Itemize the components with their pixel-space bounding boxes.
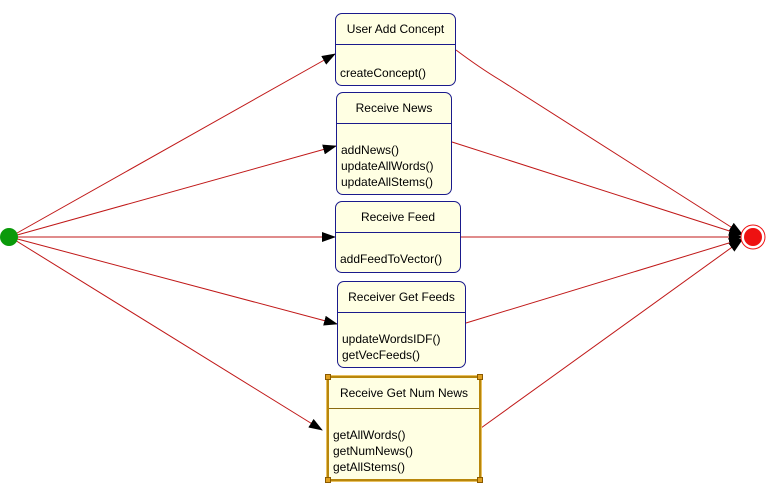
transition-initial-to-receiver-get-feeds[interactable] bbox=[9, 236, 338, 326]
state-name: Receiver Get Feeds bbox=[338, 282, 465, 313]
transition-initial-to-user-add-concept[interactable] bbox=[9, 53, 336, 238]
state-name: Receive Feed bbox=[336, 202, 460, 233]
state-actions: addNews() updateAllWords() updateAllStem… bbox=[337, 124, 451, 190]
initial-state-node[interactable] bbox=[0, 228, 18, 246]
transition-receiver-get-feeds-to-final[interactable] bbox=[465, 238, 743, 324]
state-action: updateWordsIDF() bbox=[342, 332, 441, 346]
state-receiver-get-feeds[interactable]: Receiver Get Feeds updateWordsIDF() getV… bbox=[337, 281, 466, 368]
state-receive-get-num-news[interactable]: Receive Get Num News getAllWords() getNu… bbox=[325, 374, 483, 483]
state-action: addNews() bbox=[341, 143, 400, 157]
resize-handle-top-right[interactable] bbox=[477, 374, 483, 380]
state-action: addFeedToVector() bbox=[340, 252, 443, 266]
state-action: getNumNews() bbox=[333, 444, 414, 458]
state-action: updateAllStems() bbox=[341, 175, 434, 189]
transition-receive-news-to-final[interactable] bbox=[451, 141, 743, 236]
state-action: updateAllWords() bbox=[341, 159, 434, 173]
transitions bbox=[9, 49, 743, 431]
state-name: User Add Concept bbox=[336, 14, 455, 45]
state-action: createConcept() bbox=[340, 66, 427, 80]
transition-user-add-concept-to-final[interactable] bbox=[455, 49, 743, 235]
state-name: Receive News bbox=[337, 93, 451, 124]
state-action: getVecFeeds() bbox=[342, 348, 421, 362]
transition-receive-get-num-news-to-final[interactable] bbox=[480, 239, 743, 429]
state-actions: createConcept() bbox=[336, 45, 455, 81]
state-actions: updateWordsIDF() getVecFeeds() bbox=[338, 313, 465, 363]
state-receive-news[interactable]: Receive News addNews() updateAllWords() … bbox=[336, 92, 452, 195]
transition-initial-to-receive-get-num-news[interactable] bbox=[9, 236, 323, 431]
transition-initial-to-receive-news[interactable] bbox=[9, 144, 337, 238]
state-user-add-concept[interactable]: User Add Concept createConcept() bbox=[335, 13, 456, 86]
state-receive-feed[interactable]: Receive Feed addFeedToVector() bbox=[335, 201, 461, 273]
state-action: getAllStems() bbox=[333, 460, 406, 474]
state-actions: getAllWords() getNumNews() getAllStems() bbox=[329, 409, 479, 475]
resize-handle-top-left[interactable] bbox=[325, 374, 331, 380]
state-name: Receive Get Num News bbox=[329, 378, 479, 409]
resize-handle-bottom-right[interactable] bbox=[477, 477, 483, 483]
resize-handle-bottom-left[interactable] bbox=[325, 477, 331, 483]
final-state-node[interactable] bbox=[740, 224, 766, 250]
state-actions: addFeedToVector() bbox=[336, 233, 460, 267]
state-action: getAllWords() bbox=[333, 428, 406, 442]
